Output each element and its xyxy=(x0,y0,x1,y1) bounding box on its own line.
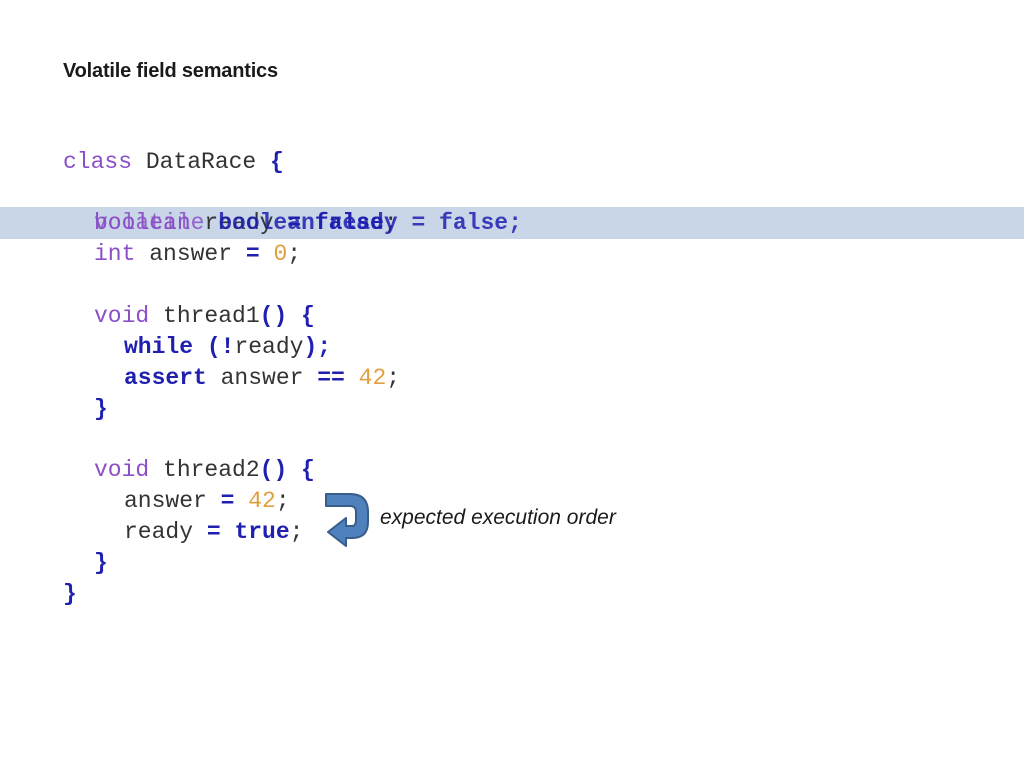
code-block: class DataRace { boolean ready = false; … xyxy=(63,0,522,768)
parens: () xyxy=(259,303,288,329)
number: 0 xyxy=(259,241,288,267)
code-line-while: while (!ready); xyxy=(124,332,331,363)
keyword: class xyxy=(63,149,133,175)
operator: == xyxy=(317,365,345,391)
operator: = xyxy=(287,210,302,236)
identifier: answer xyxy=(124,488,221,514)
code-line-thread1: void thread1() { xyxy=(94,301,315,332)
identifier: answer xyxy=(206,365,318,391)
identifier: thread2 xyxy=(149,457,260,483)
curved-down-left-arrow-icon xyxy=(325,493,369,547)
identifier: ready xyxy=(234,334,304,360)
highlight-band xyxy=(0,207,1024,239)
code-line-thread2: void thread2() { xyxy=(94,455,315,486)
brace: } xyxy=(63,581,77,607)
literal: false xyxy=(301,210,384,236)
keyword: volatile xyxy=(94,210,205,236)
operator: = xyxy=(206,519,221,545)
literal: true xyxy=(220,519,290,545)
operator: = xyxy=(220,488,235,514)
code-line-volatile-field: volatile boolean ready = false; xyxy=(94,208,522,239)
keyword: boolean xyxy=(94,210,191,236)
semicolon: ; xyxy=(386,365,401,391)
identifier: DataRace xyxy=(132,149,271,175)
parens: () xyxy=(259,457,288,483)
execution-order-annotation: expected execution order xyxy=(380,506,616,529)
keyword: while xyxy=(124,334,194,360)
slide-title: Volatile field semantics xyxy=(63,60,278,82)
code-rest: boolean ready = false; xyxy=(204,210,522,236)
code-line-class: class DataRace { xyxy=(63,147,284,178)
operator: ); xyxy=(303,334,332,360)
code-line-close-thread2: } xyxy=(94,548,108,579)
brace: { xyxy=(287,457,315,483)
keyword: assert xyxy=(124,365,207,391)
semicolon: ; xyxy=(287,241,302,267)
identifier: ready xyxy=(190,210,288,236)
number: 42 xyxy=(234,488,276,514)
operator: (! xyxy=(193,334,235,360)
code-line-boolean-field: boolean ready = false; xyxy=(94,208,398,239)
semicolon: ; xyxy=(383,210,398,236)
keyword: void xyxy=(94,457,150,483)
keyword: void xyxy=(94,303,150,329)
brace: } xyxy=(94,396,108,422)
operator: = xyxy=(245,241,260,267)
brace: { xyxy=(287,303,315,329)
semicolon: ; xyxy=(289,519,304,545)
keyword: int xyxy=(94,241,136,267)
code-line-int-field: int answer = 0; xyxy=(94,239,301,270)
code-line-close-class: } xyxy=(63,579,77,610)
brace: } xyxy=(94,550,108,576)
brace: { xyxy=(270,149,284,175)
identifier: ready xyxy=(124,519,207,545)
number: 42 xyxy=(344,365,387,391)
code-line-assign-ready: ready = true; xyxy=(124,517,303,548)
code-line-close-thread1: } xyxy=(94,394,108,425)
identifier: thread1 xyxy=(149,303,260,329)
code-line-assign-answer: answer = 42; xyxy=(124,486,290,517)
identifier: answer xyxy=(135,241,246,267)
semicolon: ; xyxy=(275,488,290,514)
code-line-assert: assert answer == 42; xyxy=(124,363,400,394)
